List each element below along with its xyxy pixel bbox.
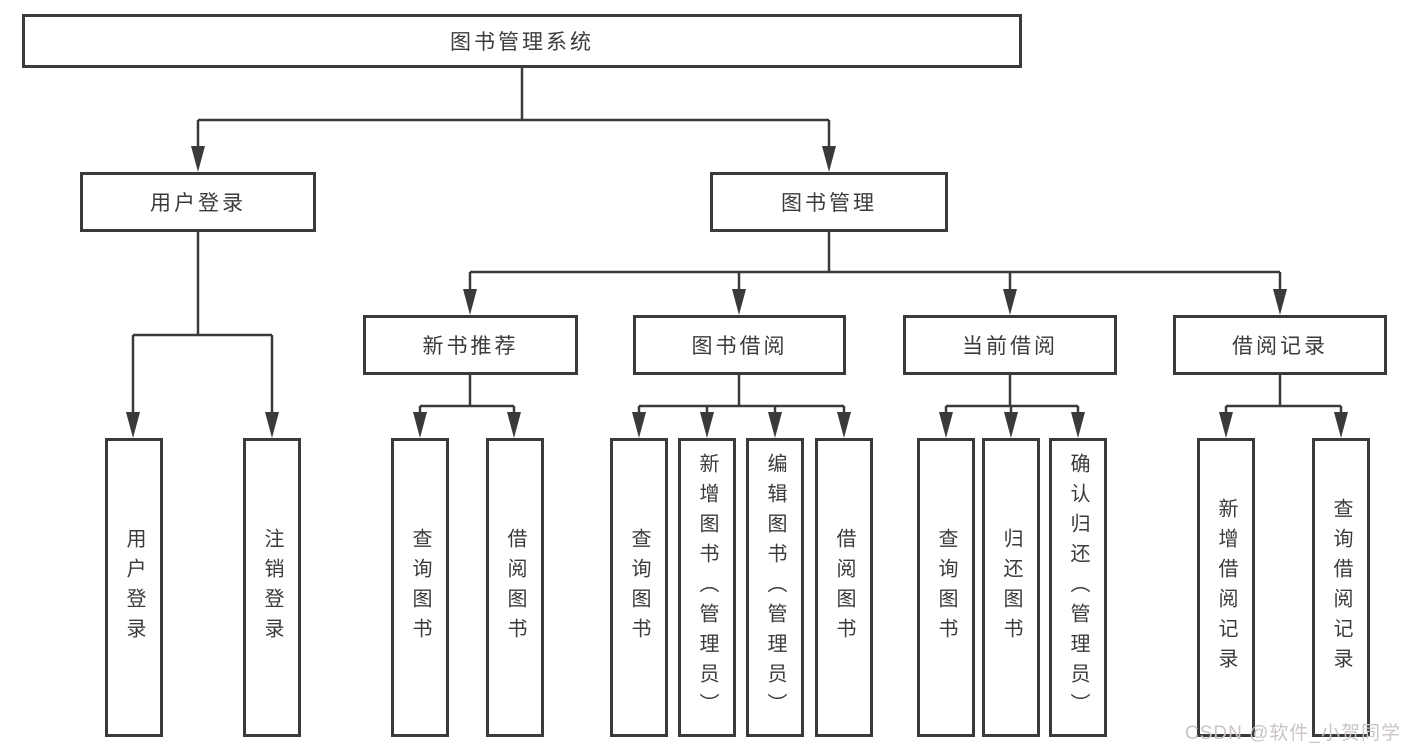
arrowheads: [126, 146, 1348, 438]
leaf-add-borrow-record: 新增借阅记录: [1197, 438, 1255, 737]
node-user-login: 用户登录: [80, 172, 316, 232]
leaf-query-books: 查询图书: [917, 438, 975, 737]
node-new-book-recommendation: 新书推荐: [363, 315, 578, 375]
leaf-query-books: 查询图书: [610, 438, 668, 737]
leaf-logout: 注销登录: [243, 438, 301, 737]
leaf-user-login: 用户登录: [105, 438, 163, 737]
node-book-management: 图书管理: [710, 172, 948, 232]
leaf-confirm-return-admin: 确认归还（管理员）: [1049, 438, 1107, 737]
node-current-borrowing: 当前借阅: [903, 315, 1117, 375]
node-library-system: 图书管理系统: [22, 14, 1022, 68]
leaf-edit-book-admin: 编辑图书（管理员）: [746, 438, 804, 737]
leaf-add-book-admin: 新增图书（管理员）: [678, 438, 736, 737]
leaf-return-books: 归还图书: [982, 438, 1040, 737]
leaf-query-books: 查询图书: [391, 438, 449, 737]
leaf-query-borrow-record: 查询借阅记录: [1312, 438, 1370, 737]
node-borrowing-records: 借阅记录: [1173, 315, 1387, 375]
node-book-borrowing: 图书借阅: [633, 315, 846, 375]
leaf-borrow-books: 借阅图书: [486, 438, 544, 737]
csdn-watermark: CSDN @软件_小贺同学: [1185, 723, 1401, 744]
leaf-borrow-books: 借阅图书: [815, 438, 873, 737]
